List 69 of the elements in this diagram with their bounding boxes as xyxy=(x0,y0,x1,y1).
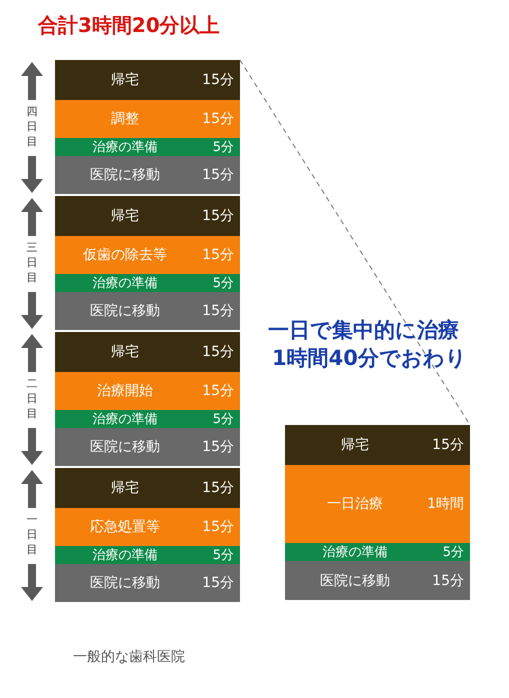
activity-label: 医院に移動 xyxy=(319,572,391,590)
time-bar xyxy=(55,236,240,274)
activity-label: 医院に移動 xyxy=(89,302,161,320)
time-bar xyxy=(55,274,240,292)
duration-label: 15分 xyxy=(202,302,234,320)
time-bar xyxy=(55,196,240,236)
duration-label: 5分 xyxy=(212,547,234,564)
duration-label: 5分 xyxy=(212,275,234,292)
time-bar xyxy=(55,156,240,194)
activity-label: 治療の準備 xyxy=(92,411,158,428)
time-bar xyxy=(55,100,240,138)
duration-label: 15分 xyxy=(202,246,234,264)
day-label: 四日目 xyxy=(26,104,38,149)
title: 合計3時間20分以上 xyxy=(38,12,220,39)
activity-label: 帰宅 xyxy=(110,479,140,497)
duration-label: 5分 xyxy=(442,544,464,561)
duration-label: 15分 xyxy=(202,207,234,225)
time-bar xyxy=(55,546,240,564)
duration-label: 15分 xyxy=(202,110,234,128)
time-bar xyxy=(285,543,470,561)
summary-text: 1時間40分でおわり xyxy=(272,345,467,372)
time-bar xyxy=(285,425,470,465)
time-bar xyxy=(55,332,240,372)
day-label: 二日目 xyxy=(26,376,38,421)
duration-label: 15分 xyxy=(202,382,234,400)
duration-label: 15分 xyxy=(202,438,234,456)
time-bar xyxy=(55,138,240,156)
activity-label: 帰宅 xyxy=(340,436,370,454)
duration-label: 15分 xyxy=(202,574,234,592)
summary-text: 一日で集中的に治療 xyxy=(268,317,459,344)
duration-label: 5分 xyxy=(212,411,234,428)
activity-label: 医院に移動 xyxy=(89,574,161,592)
day-label: 三日目 xyxy=(26,240,38,285)
activity-label: 治療の準備 xyxy=(92,275,158,292)
duration-label: 15分 xyxy=(432,572,464,590)
time-bar xyxy=(55,468,240,508)
activity-label: 医院に移動 xyxy=(89,438,161,456)
duration-label: 15分 xyxy=(202,166,234,184)
duration-label: 15分 xyxy=(432,436,464,454)
activity-label: 帰宅 xyxy=(110,207,140,225)
caption-text: 一般的な歯科医院 xyxy=(73,648,185,666)
activity-label: 医院に移動 xyxy=(89,166,161,184)
time-bar xyxy=(55,564,240,602)
time-bar xyxy=(55,428,240,466)
activity-label: 帰宅 xyxy=(110,343,140,361)
activity-label: 治療開始 xyxy=(96,382,154,400)
activity-label: 治療の準備 xyxy=(92,547,158,564)
duration-label: 1時間 xyxy=(427,495,464,513)
duration-label: 5分 xyxy=(212,139,234,156)
time-bar xyxy=(285,561,470,600)
time-bar xyxy=(285,465,470,543)
time-bar xyxy=(55,508,240,546)
time-bar xyxy=(55,372,240,410)
time-bar xyxy=(55,410,240,428)
activity-label: 治療の準備 xyxy=(92,139,158,156)
activity-label: 一日治療 xyxy=(326,495,384,513)
activity-label: 調整 xyxy=(110,110,140,128)
day-label: 一日目 xyxy=(26,512,38,557)
time-bar xyxy=(55,292,240,330)
guide-line xyxy=(240,60,470,426)
activity-label: 仮歯の除去等 xyxy=(82,246,168,264)
duration-label: 15分 xyxy=(202,343,234,361)
activity-label: 治療の準備 xyxy=(322,544,388,561)
activity-label: 帰宅 xyxy=(110,71,140,89)
activity-label: 応急処置等 xyxy=(89,518,161,536)
time-bar xyxy=(55,60,240,100)
duration-label: 15分 xyxy=(202,479,234,497)
duration-label: 15分 xyxy=(202,71,234,89)
duration-label: 15分 xyxy=(202,518,234,536)
